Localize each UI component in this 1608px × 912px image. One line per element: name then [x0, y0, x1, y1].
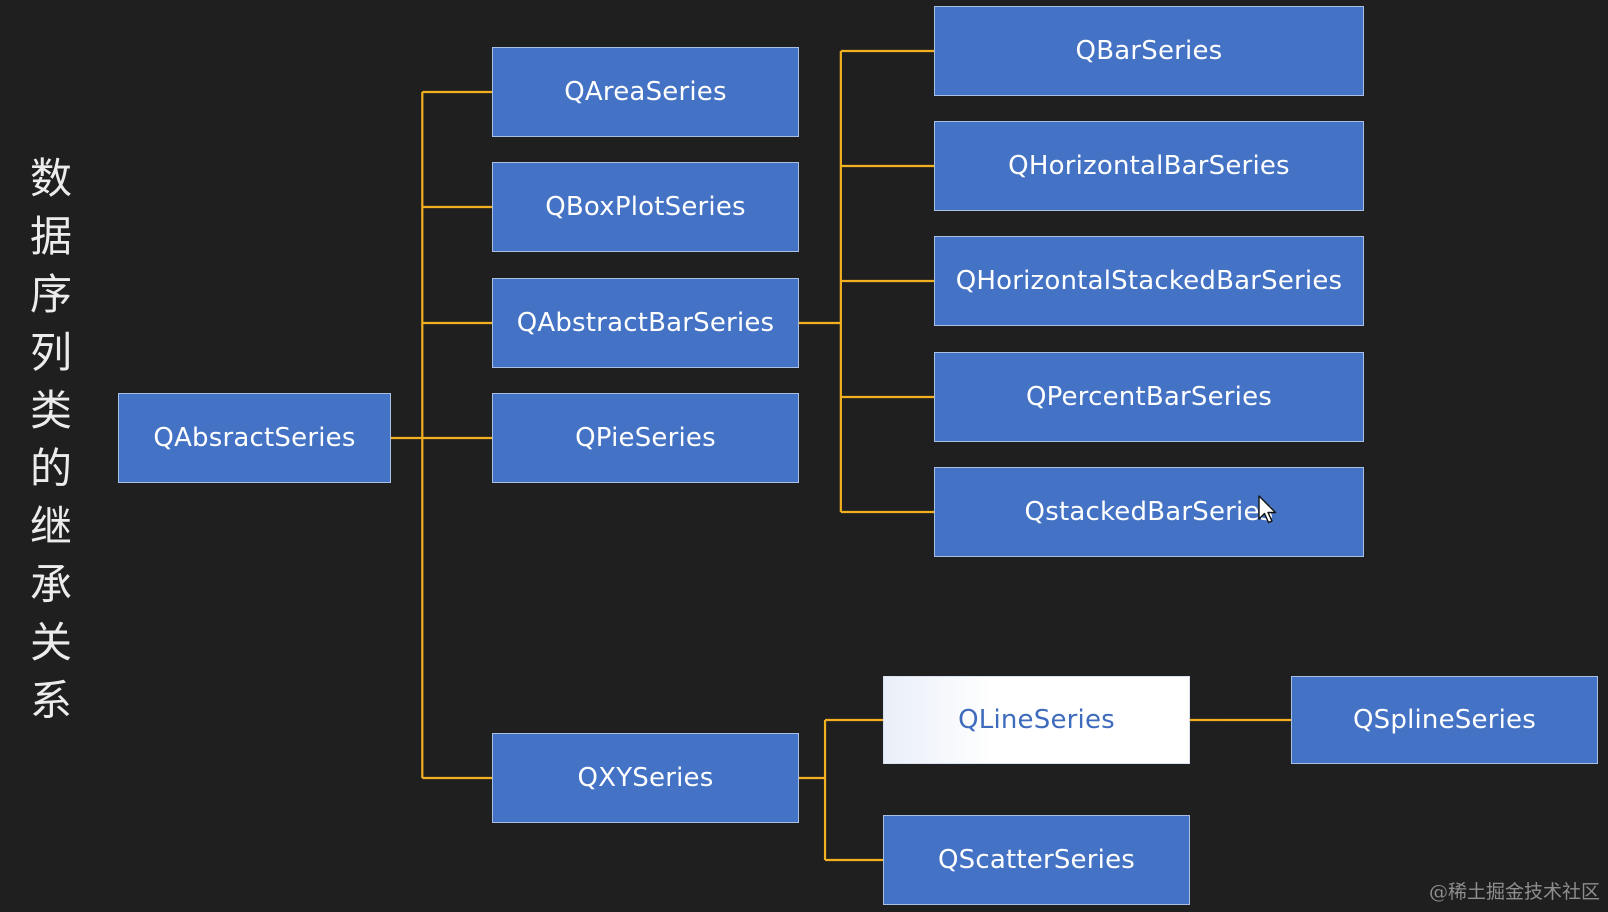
- node-qlineseries[interactable]: QLineSeries: [883, 676, 1190, 764]
- node-qbarseries[interactable]: QBarSeries: [934, 6, 1364, 96]
- side-title: 数据序列类的继承关系: [29, 154, 72, 725]
- node-qboxplotseries[interactable]: QBoxPlotSeries: [492, 162, 799, 252]
- node-qhorizontalbarseries[interactable]: QHorizontalBarSeries: [934, 121, 1364, 211]
- node-qsplineseries[interactable]: QSplineSeries: [1291, 676, 1598, 764]
- node-qpercentbarseries[interactable]: QPercentBarSeries: [934, 352, 1364, 442]
- node-qpieseries[interactable]: QPieSeries: [492, 393, 799, 483]
- node-qscatterseries[interactable]: QScatterSeries: [883, 815, 1190, 905]
- node-qareaseries[interactable]: QAreaSeries: [492, 47, 799, 137]
- node-qabsractseries[interactable]: QAbsractSeries: [118, 393, 391, 483]
- node-qabstractbarseries[interactable]: QAbstractBarSeries: [492, 278, 799, 368]
- arrow-pointer-icon: [1258, 495, 1277, 524]
- node-qstackedbarseries[interactable]: QstackedBarSeries: [934, 467, 1364, 557]
- node-qxyseries[interactable]: QXYSeries: [492, 733, 799, 823]
- node-qhorizontalstackedbarseries[interactable]: QHorizontalStackedBarSeries: [934, 236, 1364, 326]
- watermark: @稀土掘金技术社区: [1428, 881, 1600, 903]
